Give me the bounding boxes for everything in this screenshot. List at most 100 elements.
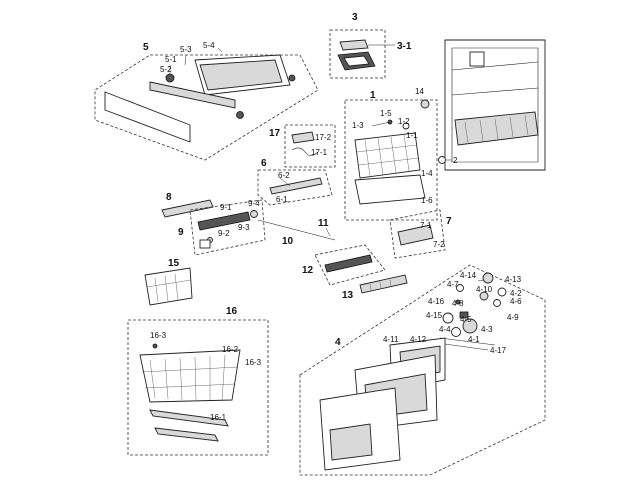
label-4: 4 xyxy=(335,337,341,348)
label-3: 3 xyxy=(352,12,358,23)
cabinet-grid-3 xyxy=(494,118,499,140)
part-4-6-part xyxy=(493,299,501,307)
basket-grid-4 xyxy=(194,356,197,401)
label-17: 17 xyxy=(269,128,281,139)
part-5-screw xyxy=(236,111,244,119)
label-9-4: 9-4 xyxy=(248,199,260,208)
evap-grid-h1 xyxy=(356,144,418,153)
evap-grid-3 xyxy=(390,136,397,174)
label-4-8: 4-8 xyxy=(452,299,464,308)
label-1-5: 1-5 xyxy=(380,109,392,118)
label-10: 10 xyxy=(282,236,294,247)
label-15: 15 xyxy=(168,258,180,269)
part-4-16-wheel xyxy=(442,312,454,324)
label-12: 12 xyxy=(302,265,314,276)
part-11: 11 xyxy=(318,218,331,237)
part-7-1-panel xyxy=(397,224,434,246)
part-15-grid-1 xyxy=(154,277,159,303)
part-4-14-part xyxy=(456,284,464,292)
label-6-1: 6-1 xyxy=(276,195,288,204)
label-17-1: 17-1 xyxy=(311,148,328,157)
label-4-11: 4-11 xyxy=(383,335,399,344)
cabinet-vent xyxy=(469,51,485,67)
cabinet-shelf-line-2 xyxy=(451,87,539,96)
label-4-14: 4-14 xyxy=(460,271,477,280)
group-1: 1 1-5 1-2 1-3 1-1 1-4 1-6 xyxy=(344,90,438,221)
group-9: 9 9-1 9-2 9-3 9-4 xyxy=(178,199,266,256)
group-6-box xyxy=(257,169,333,206)
label-1-6: 1-6 xyxy=(421,196,433,205)
label-7-1: 7-1 xyxy=(420,221,432,230)
group-4: 4 4-14 4-13 4-7 4-10 4-2 4-6 4-8 4-16 4-… xyxy=(299,264,546,476)
group-16-box xyxy=(127,319,269,456)
label-4-13: 4-13 xyxy=(505,275,522,284)
label-4-15: 4-15 xyxy=(426,311,443,320)
label-16-3: 16-3 xyxy=(150,331,167,340)
part-3-lamp-inner xyxy=(343,55,370,67)
part-15-grid-3 xyxy=(174,273,179,301)
part-13-grid-1 xyxy=(369,283,372,291)
label-4-7: 4-7 xyxy=(447,280,459,289)
label-6-2: 6-2 xyxy=(278,171,290,180)
refrigerator-cabinet xyxy=(444,39,546,171)
part-14-cap xyxy=(420,99,430,109)
label-11: 11 xyxy=(318,218,329,229)
part-15-tray xyxy=(144,267,193,306)
part-1-2-sensor xyxy=(402,122,410,130)
evap-grid-2 xyxy=(377,137,384,176)
part-3-1-lamp-cover xyxy=(339,39,369,51)
part-12-rail xyxy=(324,254,373,273)
cabinet-grid-1 xyxy=(464,121,469,144)
evap-grid-1 xyxy=(364,139,371,177)
group-12: 12 xyxy=(302,244,386,286)
label-16: 16 xyxy=(226,306,238,317)
group-16: 16 16-3 16-2 16-3 16-1 xyxy=(127,306,269,456)
leader-4-14 xyxy=(477,279,485,282)
part-13-panel xyxy=(359,274,408,294)
label-7-2: 7-2 xyxy=(433,240,445,249)
part-4-3-dial xyxy=(462,318,478,334)
label-14: 14 xyxy=(415,87,424,96)
part-4-5-block xyxy=(459,311,469,319)
part-10: 10 xyxy=(257,219,336,247)
cabinet-grid-4 xyxy=(509,116,514,138)
part-2: 2 xyxy=(438,156,458,165)
part-16-3-clip xyxy=(152,343,158,349)
group-17-box xyxy=(284,124,336,168)
label-5: 5 xyxy=(143,42,149,53)
part-6-rail xyxy=(269,177,323,195)
basket-grid-3 xyxy=(179,357,183,401)
part-10-rod xyxy=(257,219,336,241)
basket-grid-h2 xyxy=(144,383,236,389)
label-4-17: 4-17 xyxy=(490,346,507,355)
part-5-drawer-front xyxy=(104,91,191,143)
evap-grid-4 xyxy=(403,134,410,172)
part-13-grid-3 xyxy=(389,279,392,287)
part-4-2-part xyxy=(497,287,507,297)
label-16-1: 16-1 xyxy=(210,413,227,422)
part-5-2-wheel xyxy=(165,73,175,83)
part-16-1-rail-b xyxy=(154,427,219,442)
label-3-1: 3-1 xyxy=(397,41,412,52)
label-16-2: 16-2 xyxy=(222,345,239,354)
part-8: 8 xyxy=(161,192,214,218)
label-4-12: 4-12 xyxy=(410,335,427,344)
part-8-bracket xyxy=(161,199,214,218)
part-14: 14 xyxy=(415,87,430,109)
group-6: 6 6-2 6-1 xyxy=(257,158,333,206)
cabinet-frame xyxy=(444,39,546,171)
part-16-basket xyxy=(139,349,241,403)
label-17-2: 17-2 xyxy=(315,133,332,142)
part-1-6-duct xyxy=(354,174,426,205)
label-5-1: 5-1 xyxy=(165,55,177,64)
label-4-3: 4-3 xyxy=(481,325,493,334)
label-1-1: 1-1 xyxy=(406,131,418,140)
part-15-grid-2 xyxy=(164,275,169,302)
label-4-1: 4-1 xyxy=(468,335,480,344)
label-9: 9 xyxy=(178,227,184,238)
label-9-2: 9-2 xyxy=(218,229,230,238)
group-17: 17 17-2 17-1 xyxy=(269,124,336,168)
label-4-10: 4-10 xyxy=(476,285,493,294)
part-4-8-screw xyxy=(455,299,461,305)
part-2-sensor xyxy=(438,156,446,164)
